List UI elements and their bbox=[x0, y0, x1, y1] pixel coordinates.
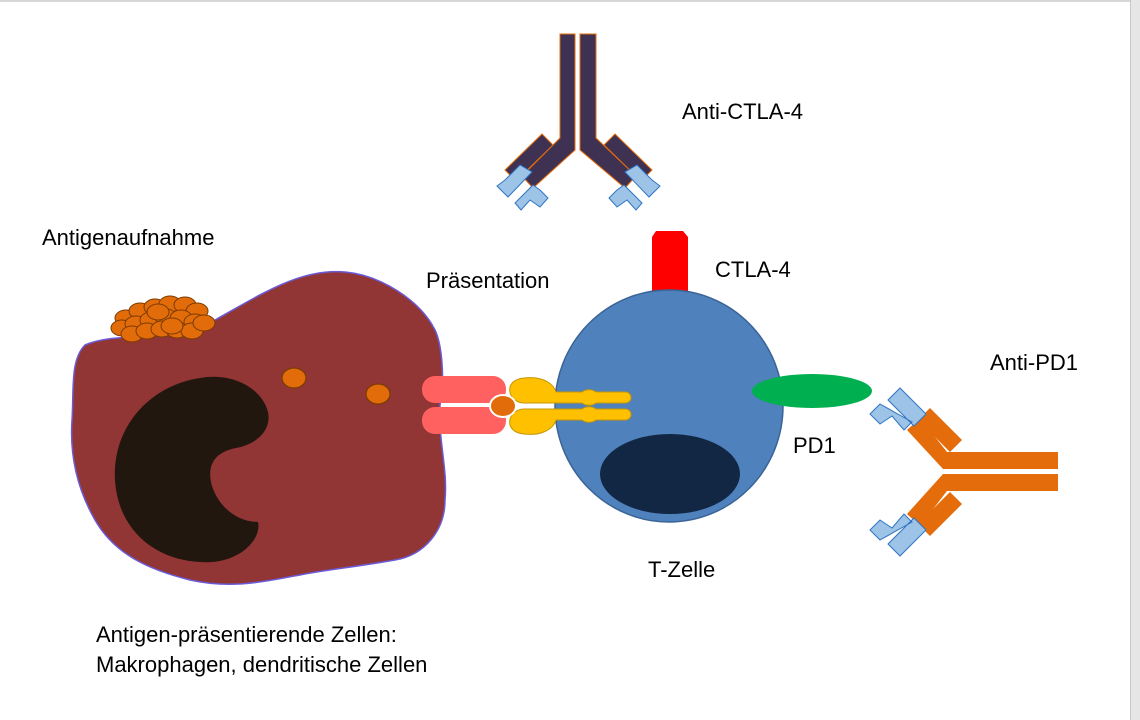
mhc-upper-chain bbox=[422, 376, 506, 403]
antigen-particle bbox=[160, 317, 184, 335]
antigen-presenting-cell bbox=[70, 270, 447, 585]
presented-antigen bbox=[489, 394, 517, 418]
anti-pd1-light-chain-upper bbox=[918, 408, 962, 452]
antigen-particle bbox=[192, 314, 216, 332]
mhc-lower-chain bbox=[422, 407, 506, 434]
t-cell-nucleus bbox=[600, 434, 740, 514]
anti-ctla4-fab-tip-left bbox=[496, 164, 549, 211]
antigen-particle bbox=[146, 303, 170, 321]
antigen-cluster bbox=[110, 295, 216, 343]
apc-nucleus bbox=[114, 376, 269, 563]
antigen-dot bbox=[281, 367, 307, 389]
ctla4-label: CTLA-4 bbox=[715, 257, 791, 282]
apc-label-line1: Antigen-präsentierende Zellen: bbox=[96, 622, 397, 647]
t-cell-label: T-Zelle bbox=[648, 557, 716, 582]
tcr-lower-chain bbox=[509, 406, 632, 435]
anti-pd1-label: Anti-PD1 bbox=[990, 350, 1079, 375]
apc-label-line2: Makrophagen, dendritische Zellen bbox=[96, 652, 428, 677]
antigen-dot bbox=[365, 383, 391, 405]
anti-pd1-heavy-chain-lower bbox=[907, 474, 1058, 526]
tcr-upper-chain bbox=[509, 377, 632, 406]
anti-pd1-fab-tip-lower bbox=[869, 513, 927, 557]
antigen-uptake-label: Antigenaufnahme bbox=[42, 225, 215, 250]
anti-pd1-light-chain-lower bbox=[918, 492, 962, 536]
anti-ctla4-fab-tip-right bbox=[608, 164, 661, 211]
anti-pd1-antibody bbox=[869, 387, 1058, 557]
anti-pd1-heavy-chain-upper bbox=[907, 418, 1058, 469]
anti-pd1-fab-tip-upper bbox=[869, 387, 927, 431]
window-scrollbar[interactable] bbox=[1130, 0, 1140, 720]
t-cell-receptor bbox=[489, 377, 632, 435]
presentation-label: Präsentation bbox=[426, 268, 550, 293]
anti-ctla4-label: Anti-CTLA-4 bbox=[682, 99, 804, 124]
window-top-border bbox=[0, 0, 1140, 2]
mhc-molecule bbox=[422, 376, 506, 434]
pd1-label: PD1 bbox=[793, 433, 836, 458]
pd1-receptor bbox=[752, 374, 872, 408]
t-cell bbox=[554, 231, 872, 523]
anti-ctla4-antibody bbox=[496, 33, 661, 211]
